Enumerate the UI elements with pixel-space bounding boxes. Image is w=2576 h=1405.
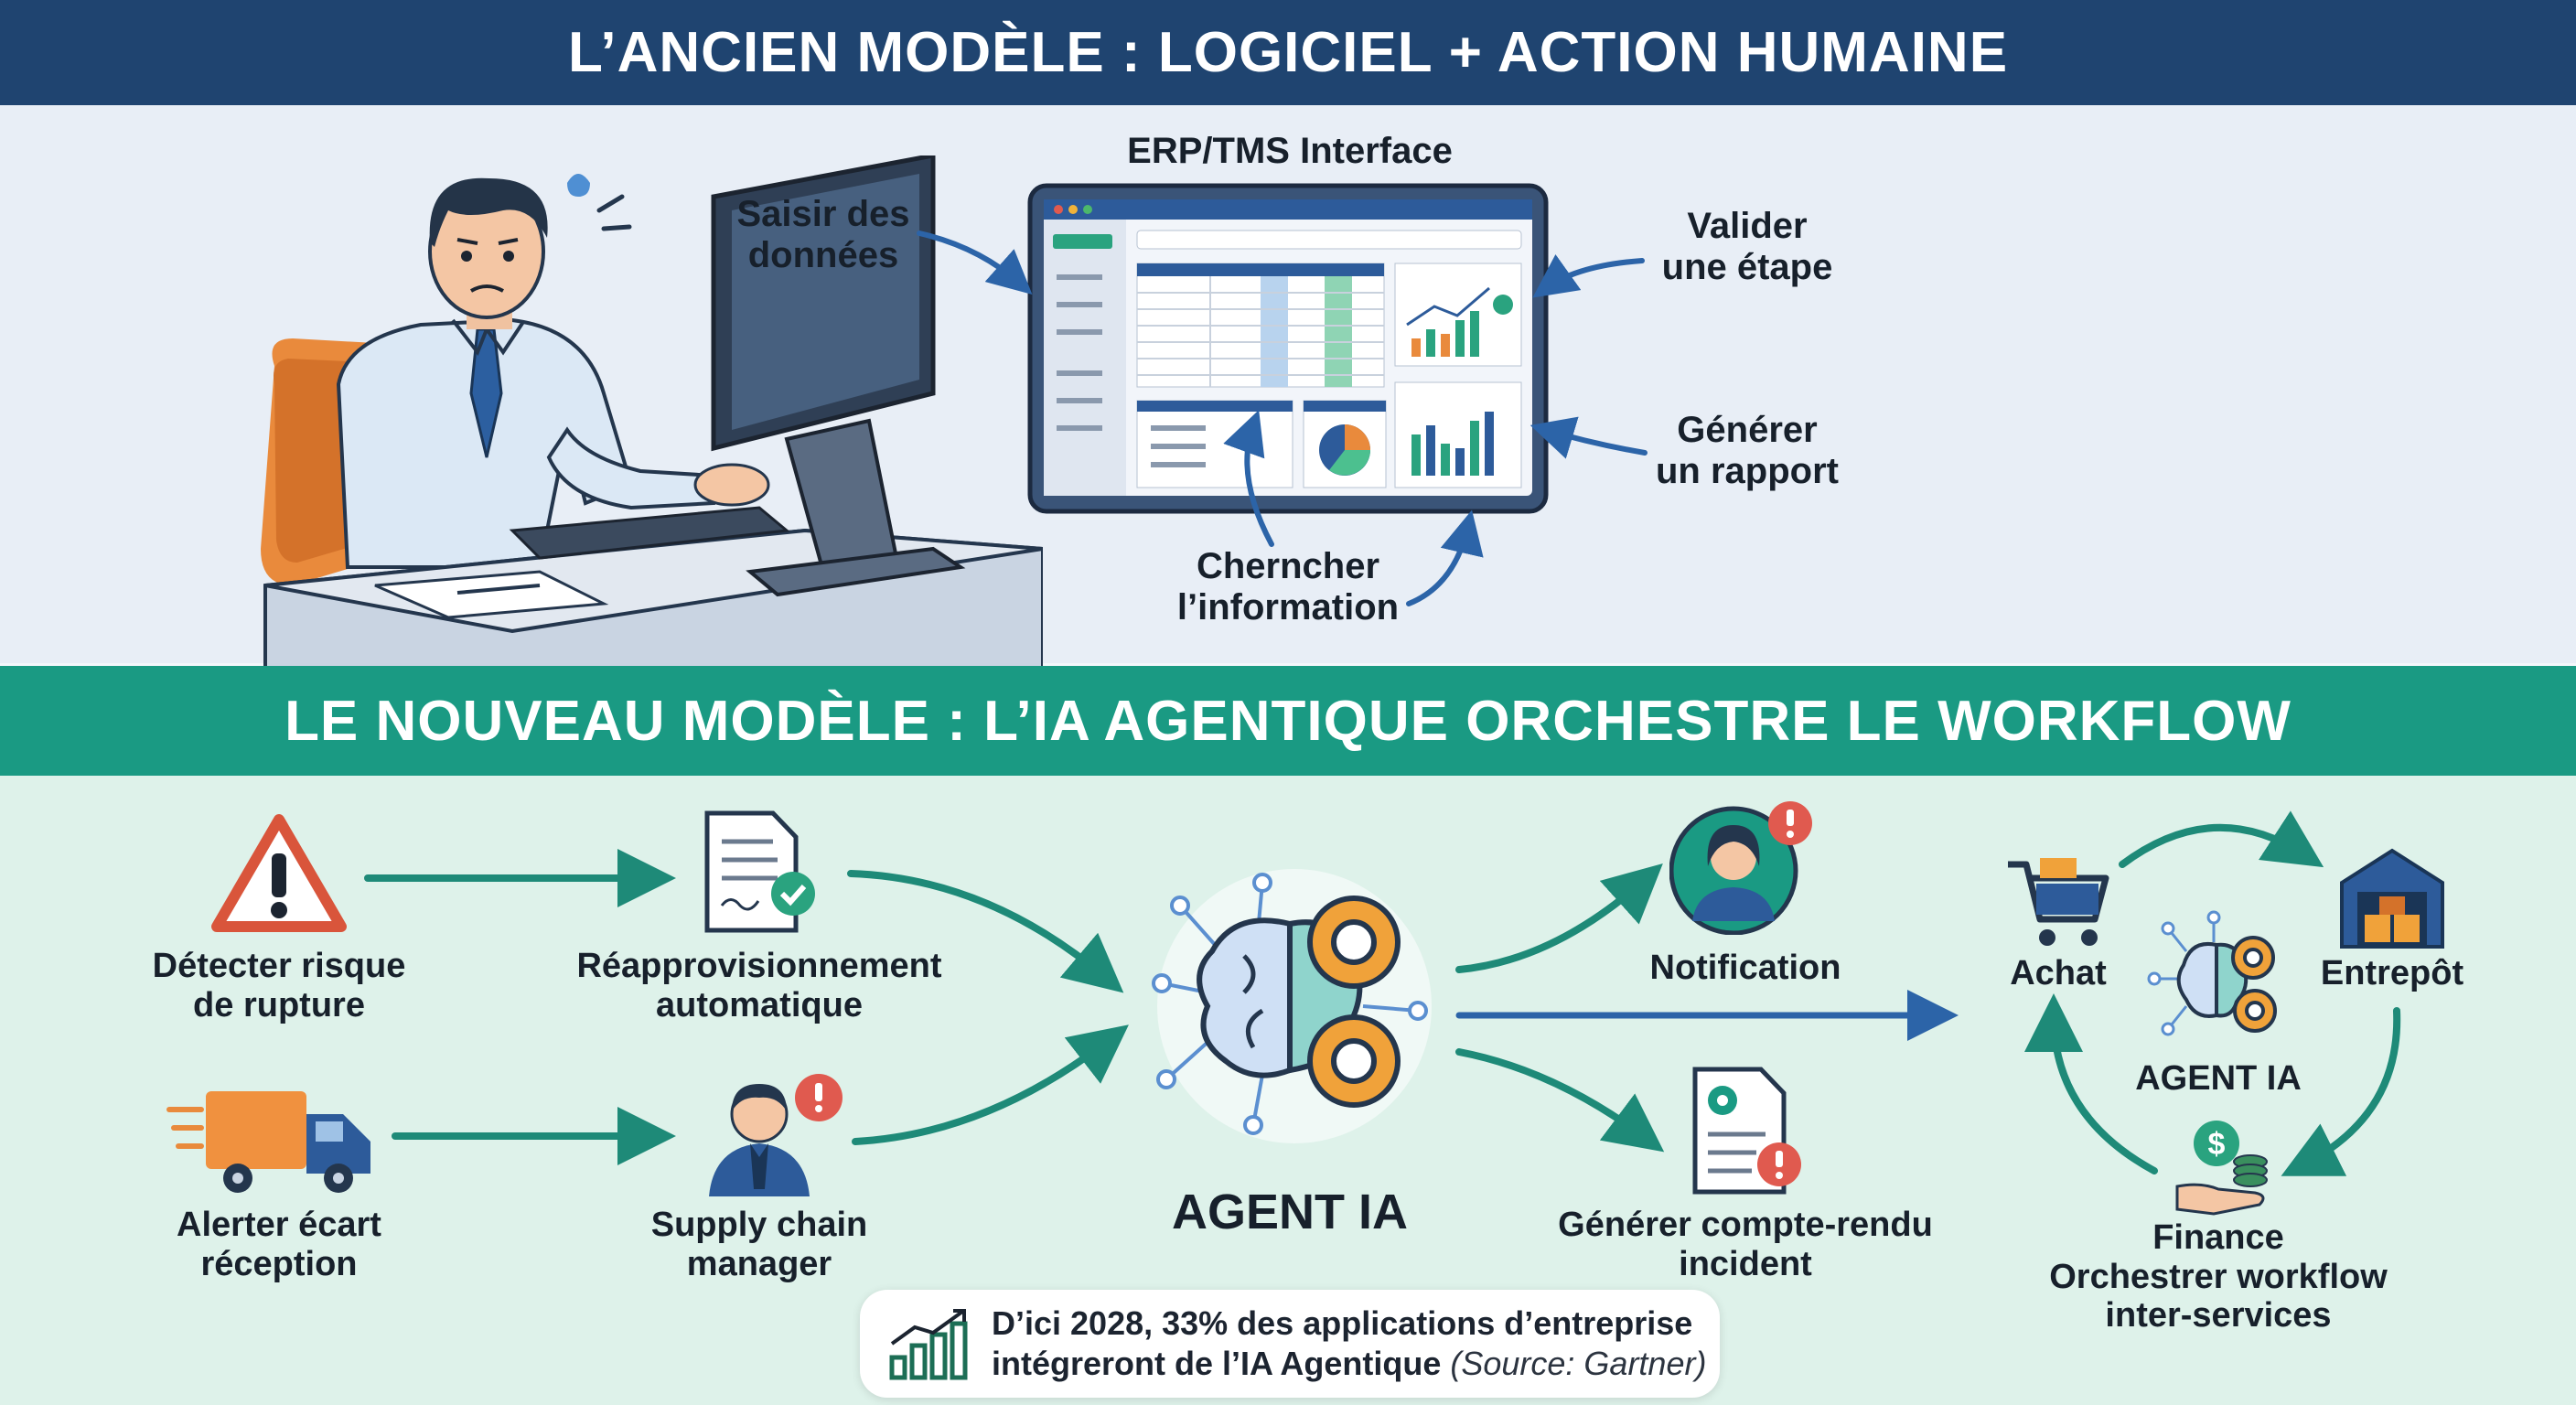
cart-icon — [2008, 858, 2109, 946]
truck-icon — [166, 1091, 370, 1193]
top-banner-title: L’ANCIEN MODÈLE : LOGICIEL + ACTION HUMA… — [0, 0, 2576, 105]
cycle-achat: Achat — [2010, 954, 2107, 992]
fact-line-2: intégreront de l’IA Agentique — [992, 1345, 1442, 1382]
finance-hand-icon: $ — [2175, 1121, 2268, 1216]
step-alerter-ecart: Alerter écart réception — [177, 1206, 381, 1283]
cycle-entrepot: Entrepôt — [2320, 954, 2464, 992]
erp-tms-screen — [1027, 183, 1549, 514]
output-compte-rendu: Générer compte-rendu incident — [1558, 1206, 1933, 1283]
warehouse-icon — [2340, 848, 2444, 949]
notification-woman-icon — [1669, 801, 1812, 935]
cycle-agent-ia: AGENT IA — [2135, 1059, 2302, 1098]
top-arrows — [917, 231, 1648, 606]
agent-ia-label: AGENT IA — [1171, 1185, 1408, 1239]
manager-icon — [709, 1074, 843, 1196]
action-generer-rapport: Générer un rapport — [1656, 410, 1839, 491]
erp-screen-title: ERP/TMS Interface — [1127, 131, 1453, 171]
gartner-fact-box: D’ici 2028, 33% des applications d’entre… — [860, 1290, 1720, 1398]
growth-chart-icon — [889, 1309, 968, 1380]
bottom-banner-title: LE NOUVEAU MODÈLE : L’IA AGENTIQUE ORCHE… — [0, 666, 2576, 776]
stressed-worker-icon — [261, 156, 1043, 668]
document-check-icon — [704, 810, 815, 933]
step-reapprovisionnement: Réapprovisionnement automatique — [576, 947, 942, 1024]
output-notification: Notification — [1649, 949, 1841, 987]
action-saisir-donnees: Saisir des données — [736, 194, 910, 275]
cycle-finance: Finance Orchestrer workflow inter-servic… — [2049, 1218, 2388, 1335]
step-detecter-rupture: Détecter risque de rupture — [152, 947, 406, 1024]
step-supply-chain-manager: Supply chain manager — [650, 1206, 868, 1283]
svg-text:$: $ — [2208, 1127, 2226, 1162]
small-ai-agent-icon — [2147, 910, 2277, 1036]
fact-source: (Source: Gartner) — [1450, 1345, 1707, 1382]
action-valider-etape: Valider une étape — [1661, 206, 1833, 287]
ai-brain-gear-icon — [1152, 869, 1432, 1143]
warning-icon — [211, 814, 347, 932]
fact-line-1: D’ici 2028, 33% des applications d’entre… — [992, 1304, 1693, 1343]
report-alert-icon — [1692, 1067, 1801, 1195]
action-chercher-information: Chernc­her l’information — [1176, 546, 1400, 627]
